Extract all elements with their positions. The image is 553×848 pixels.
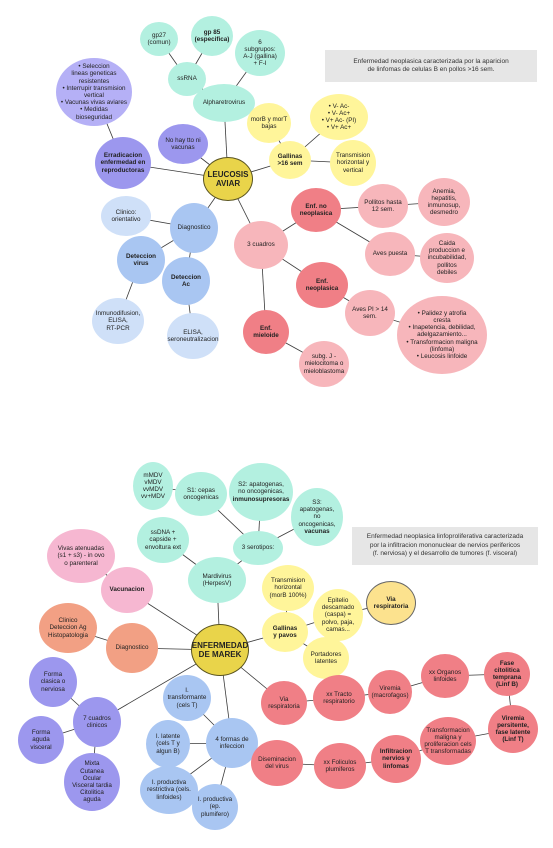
node-s3: S3: apatogenas, no oncogenicas, vacunas bbox=[291, 488, 343, 546]
node-deteccion-ac: Deteccion Ac bbox=[162, 257, 210, 305]
node-viremia-macrofagos: Viremia (macrofagos) bbox=[368, 670, 412, 714]
node-enf-mieloide: Enf. mieloide bbox=[243, 310, 289, 354]
node-aves-puesta: Aves puesta bbox=[365, 232, 415, 276]
node-elisa-seroneutralizacion: ELISA, seroneutralizacion bbox=[167, 313, 219, 359]
node-subgrupos: 6 subgrupos: A-J (gallina) + F-I bbox=[235, 30, 285, 76]
node-transformacion-maligna: Transformacion maligna y proliferacion c… bbox=[420, 717, 476, 765]
node-4-formas-infeccion: 4 formas de infeccion bbox=[206, 718, 258, 768]
node-erradicacion: Erradicacion enfermedad en reproductoras bbox=[95, 137, 151, 189]
node-seleccion: • Seleccion lineas geneticas resistentes… bbox=[56, 58, 132, 126]
node-caida-produccion: Caida produccion e incubabilidad, pollit… bbox=[420, 233, 474, 283]
node-gp27: gp27 (comun) bbox=[140, 22, 178, 56]
node-infiltracion-nervios: Infiltracion nervios y linfomas bbox=[371, 735, 421, 783]
node-ssdna: ssDNA + capside + envoltura ext bbox=[137, 517, 189, 563]
leucosis-definition-note: Enfermedad neoplasica caracterizada por … bbox=[325, 50, 537, 82]
node-transmision: Transmision horizontal y vertical bbox=[330, 140, 376, 186]
node-pollitos: Pollitos hasta 12 sem. bbox=[358, 184, 408, 228]
node-v-list: • V- Ac- • V- Ac+ • V+ Ac- (PI) • V+ Ac+ bbox=[310, 94, 368, 140]
node-i-transformante: I. transformante (cels T) bbox=[163, 675, 211, 721]
node-s2: S2: apatogenas, no oncogenicas, inmunosu… bbox=[229, 463, 293, 521]
node-no-tto: No hay tto ni vacunas bbox=[158, 124, 208, 164]
node-3-cuadros: 3 cuadros bbox=[234, 221, 288, 269]
node-fase-citolitica: Fase citolitica temprana (Linf B) bbox=[484, 652, 530, 696]
node-mmdv: mMDV vMDV vvMDV vv+MDV bbox=[133, 462, 173, 510]
s3-vacunas: vacunas bbox=[304, 527, 330, 535]
s2-inmunosupresoras: inmunosupresoras bbox=[232, 495, 290, 503]
node-s1: S1: cepas oncogenicas bbox=[175, 472, 227, 516]
node-via-respiratoria-1: Via respiratoria bbox=[366, 581, 416, 625]
node-i-productiva-restrictiva: I. productiva restrictiva (cels. linfoid… bbox=[140, 766, 198, 814]
node-inmunodifusion: Inmunodifusion, ELISA, RT-PCR bbox=[92, 298, 144, 344]
node-forma-aguda: Forma aguda visceral bbox=[18, 716, 64, 764]
node-vacunacion: Vacunacion bbox=[101, 567, 153, 613]
node-mardivirus: Mardivirus (HerpesV) bbox=[188, 557, 246, 603]
node-forma-clasica: Forma clasica o nerviosa bbox=[29, 657, 77, 707]
node-gallinas: Gallinas >16 sem bbox=[269, 141, 311, 179]
s3-text: S3: apatogenas, no oncogenicas, bbox=[298, 498, 336, 528]
marek-definition-note: Enfermedad neoplasica linfoproliferativa… bbox=[352, 527, 538, 565]
node-clinico-deteccion: Clinico Deteccion Ag Histopatologia bbox=[39, 603, 97, 653]
node-palidez-sintomas: • Palidez y atrofia cresta • Inapetencia… bbox=[397, 296, 487, 374]
node-diagnostico-marek: Diagnostico bbox=[106, 623, 158, 673]
node-epitelio: Epitelio descamado (caspa) = polvo, paja… bbox=[313, 589, 363, 641]
node-diseminacion-virus: Diseminacion del virus bbox=[251, 740, 303, 786]
node-7-cuadros: 7 cuadros clinicos bbox=[73, 697, 121, 747]
node-organos-linfoides: xx Organos linfoides bbox=[421, 654, 469, 698]
node-enfermedad-marek: ENFERMEDAD DE MAREK bbox=[191, 624, 249, 676]
s2-text: S2: apatogenas, no oncogenicas, bbox=[238, 481, 284, 496]
node-gallinas-pavos: Gallinas y pavos bbox=[262, 612, 308, 652]
node-viremia-persistente: Viremia persitente, fase latente (Linf T… bbox=[488, 705, 538, 753]
node-enf-neoplasica: Enf. neoplasica bbox=[296, 262, 348, 308]
node-i-latente: I. latente (cels T y algun B) bbox=[146, 720, 190, 768]
node-transmision-marek: Transmision horizontal (morB 100%) bbox=[262, 565, 314, 611]
node-foliculos-plumiferos: xx Foliculos plumiferos bbox=[314, 743, 366, 789]
node-via-respiratoria-2: Via respiratoria bbox=[261, 681, 307, 725]
node-clinico-orientativo: Clinico: orientativo bbox=[101, 196, 151, 236]
node-vivas-atenuadas: Vivas atenuadas (s1 + s3) - in ovo o par… bbox=[47, 529, 115, 583]
node-mixta: Mixta Cutanea Ocular Visceral tardia Cit… bbox=[64, 753, 120, 811]
node-morb: morB y morT bajas bbox=[247, 103, 291, 143]
node-diagnostico-leucosis: Diagnostico bbox=[170, 203, 218, 253]
node-i-productiva: I. productiva (ep. plumifero) bbox=[192, 784, 238, 830]
node-alpharetrovirus: Alpharetrovirus bbox=[193, 84, 255, 122]
node-3-serotipos: 3 serotipos: bbox=[233, 531, 283, 565]
node-deteccion-virus: Deteccion virus bbox=[117, 236, 165, 284]
node-portadores: Portadores latentes bbox=[303, 637, 349, 679]
node-gp85: gp 85 (especifica) bbox=[191, 16, 233, 56]
node-subg-j: subg. J - mielocitoma o mieloblastoma bbox=[299, 341, 349, 387]
node-aves-pi: Aves PI > 14 sem. bbox=[345, 290, 395, 336]
node-anemia: Anemia, hepatitis, inmunosup, desmedro bbox=[418, 178, 470, 226]
node-enf-no-neoplasica: Enf. no neoplasica bbox=[291, 188, 341, 232]
node-tracto-respiratorio: xx Tracto respiratorio bbox=[313, 675, 365, 721]
node-leucosis-aviar: LEUCOSIS AVIAR bbox=[203, 157, 253, 201]
